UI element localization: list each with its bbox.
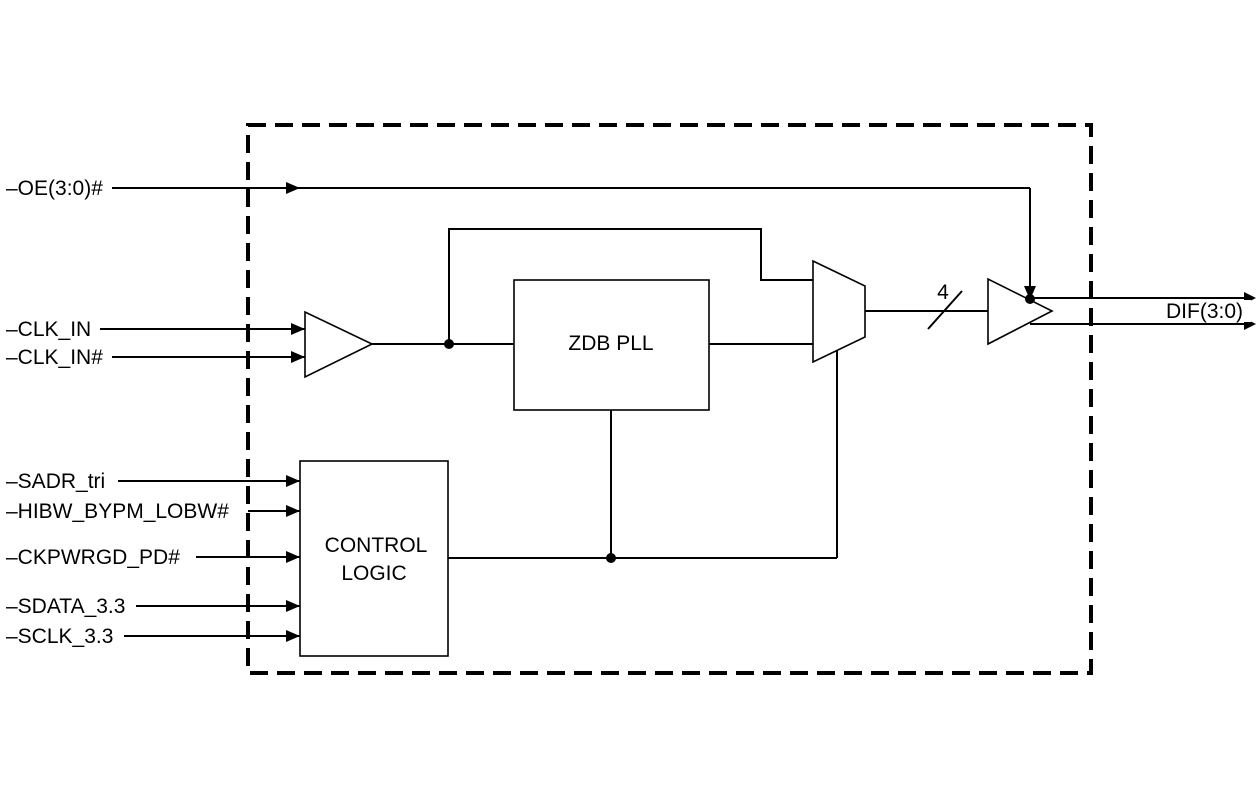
bus-slash [927,290,963,330]
input-buffer [304,310,374,379]
sdata-signal [136,600,300,612]
clk-in-label: –CLK_IN [6,318,91,341]
sclk-label: –SCLK_3.3 [6,625,113,648]
dif-label: DIF(3:0) [1166,300,1243,323]
sadr-signal [118,475,300,487]
output-buffer [987,277,1054,346]
sadr-label: –SADR_tri [6,470,105,493]
clk-in-n-signal [112,351,305,363]
oe-label: –OE(3:0)# [6,177,103,200]
oe-signal [112,182,1036,300]
control-logic-label-1: CONTROL [325,534,428,557]
sclk-signal [124,630,300,642]
chip-boundary [246,123,1093,675]
hibw-label: –HIBW_BYPM_LOBW# [6,500,229,523]
ckpwrgd-signal [196,551,300,563]
clk-in-n-label: –CLK_IN# [6,346,103,369]
zdb-pll-label: ZDB PLL [568,332,653,355]
control-logic-block [299,460,449,657]
bus-width-label: 4 [937,281,949,304]
control-junction-dot [606,553,616,563]
hibw-signal [248,505,300,517]
control-logic-label-2: LOGIC [341,562,406,585]
clk-in-signal [100,323,305,335]
sdata-label: –SDATA_3.3 [6,595,125,618]
mux [812,259,866,364]
ckpwrgd-label: –CKPWRGD_PD# [6,546,180,569]
